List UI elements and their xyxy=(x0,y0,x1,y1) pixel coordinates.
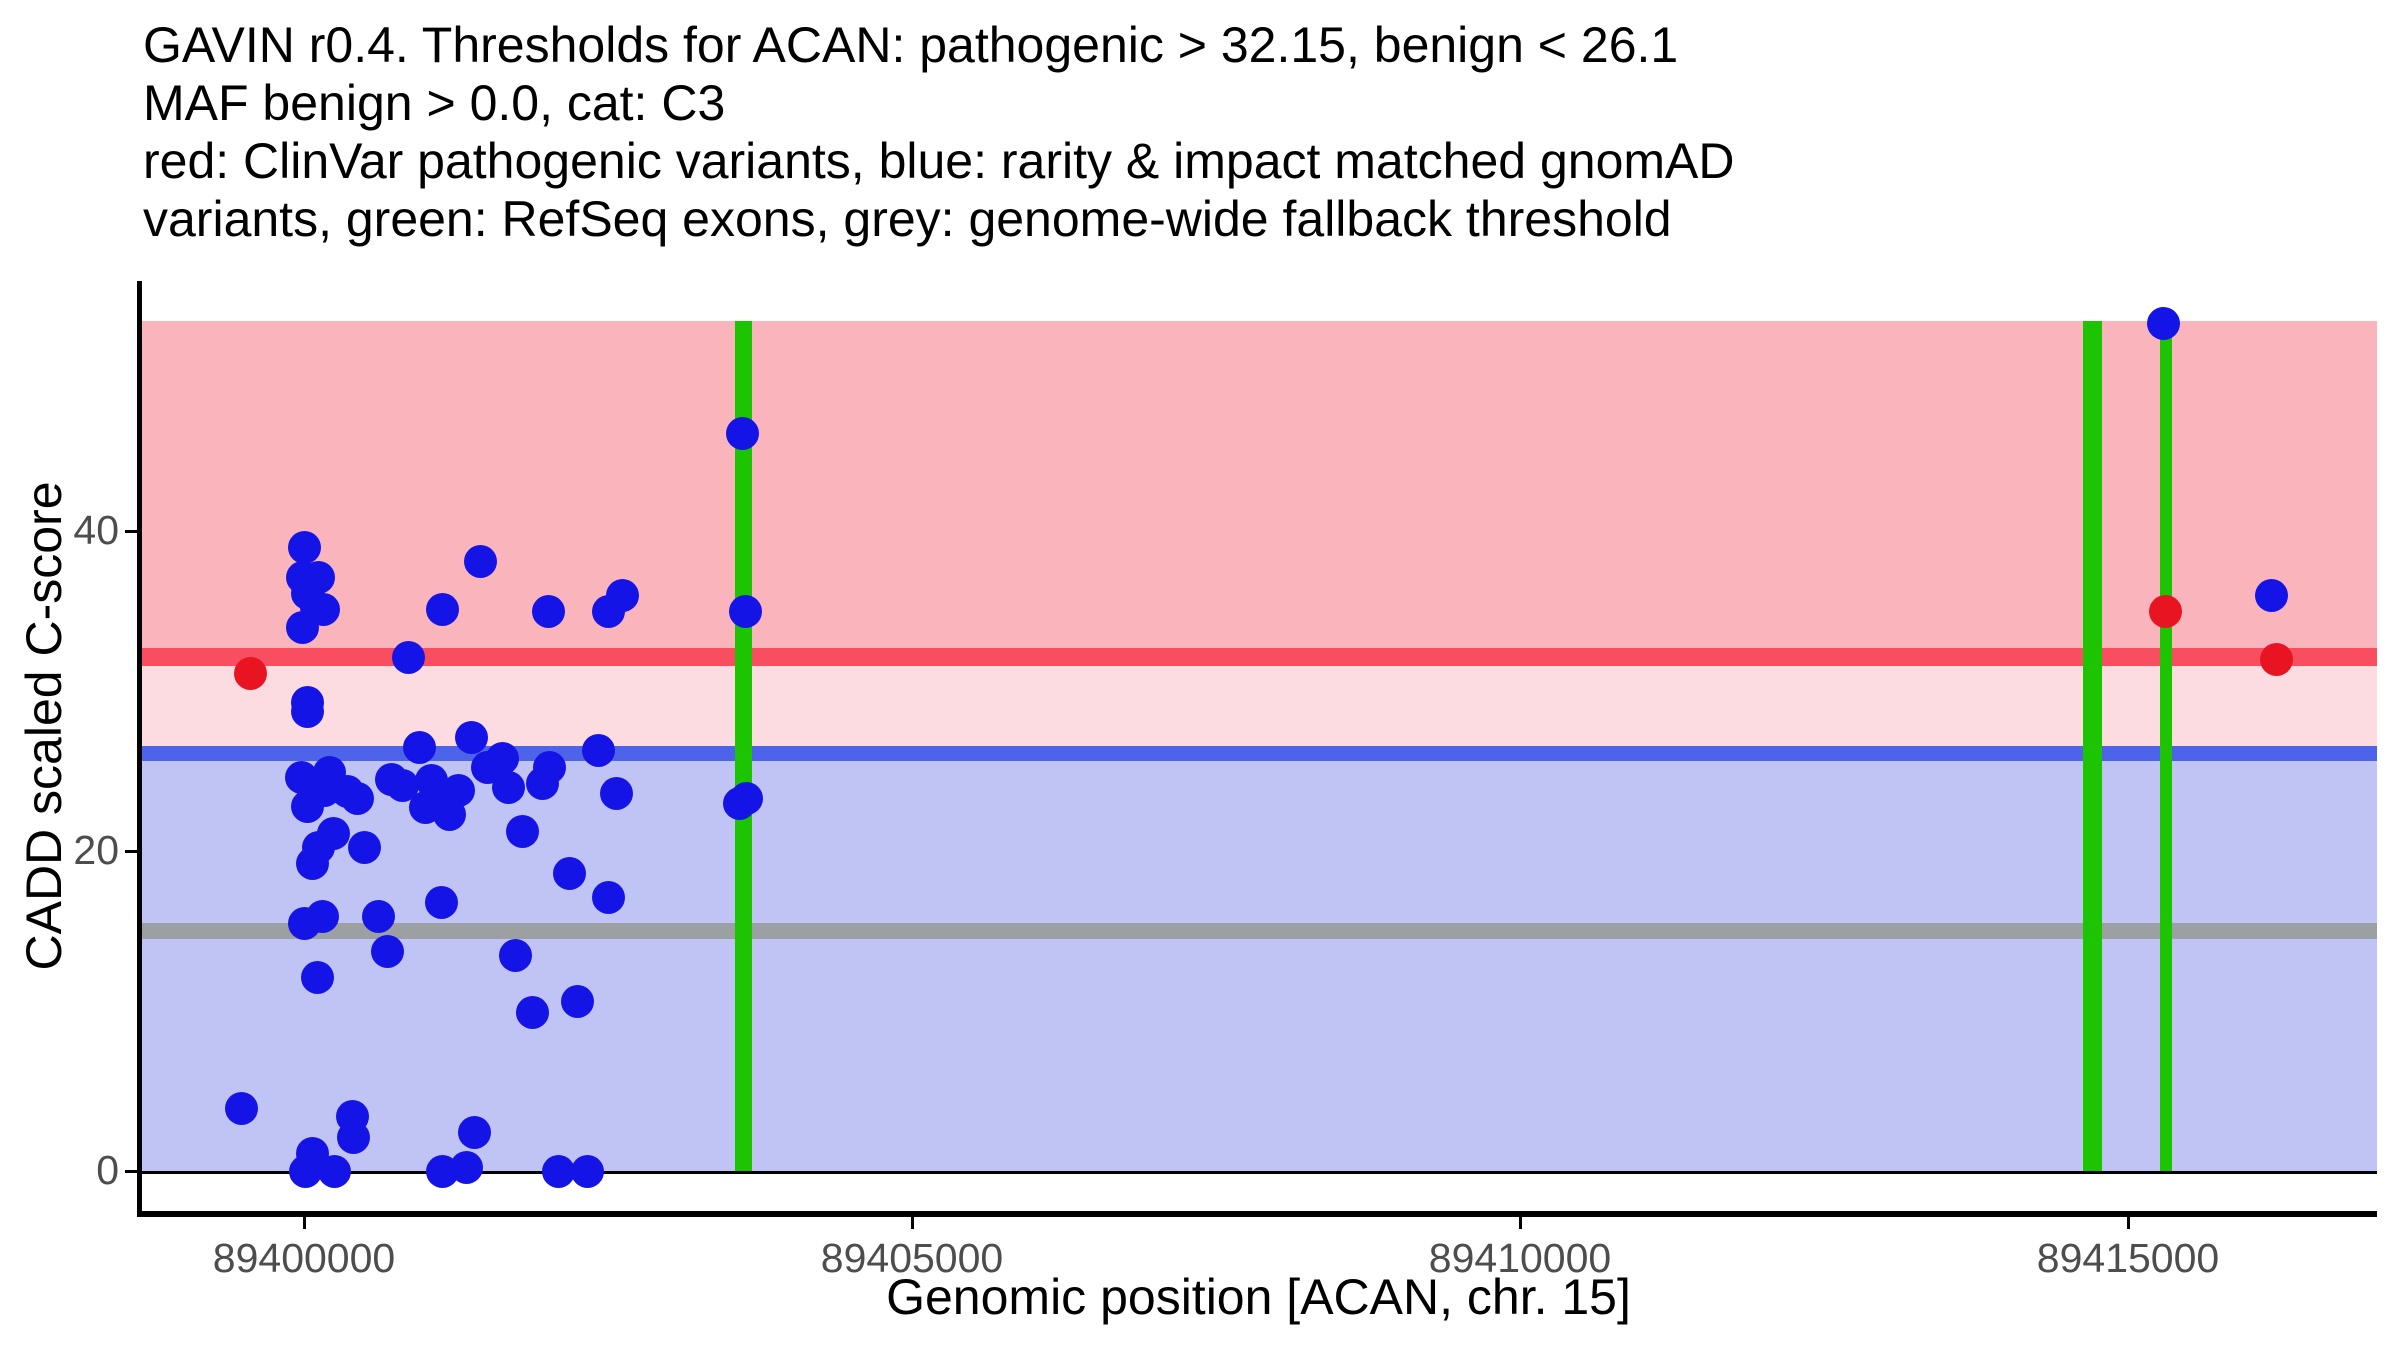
y-axis-tick xyxy=(125,1169,137,1173)
plot-title-line-1: GAVIN r0.4. Thresholds for ACAN: pathoge… xyxy=(143,17,1679,73)
x-axis-tick xyxy=(2126,1217,2130,1229)
gnomad-variant-point xyxy=(225,1092,259,1126)
pathogenic-threshold-line xyxy=(140,647,2377,666)
zero-baseline xyxy=(140,1171,2377,1174)
gnomad-variant-point xyxy=(317,1154,351,1188)
gnomad-variant-point xyxy=(581,733,615,767)
gnomad-variant-point xyxy=(450,1151,484,1185)
plot-title-line-3: red: ClinVar pathogenic variants, blue: … xyxy=(143,133,1735,189)
refseq-exon-bar-3 xyxy=(2159,321,2172,1171)
gnomad-variant-point xyxy=(392,640,426,674)
gnomad-variant-point xyxy=(600,776,633,810)
refseq-exon-bar-1 xyxy=(735,321,753,1171)
y-axis-line xyxy=(137,281,142,1217)
gnomad-variant-point xyxy=(296,847,329,881)
gnomad-variant-point xyxy=(499,938,533,972)
gnomad-variant-point xyxy=(424,885,458,919)
gnomad-variant-point xyxy=(361,900,395,934)
gnomad-variant-point xyxy=(730,781,764,815)
gnomad-variant-point xyxy=(291,695,325,729)
pathogenic-region-band xyxy=(140,321,2377,648)
gnomad-variant-point xyxy=(552,856,586,890)
x-axis-tick xyxy=(910,1217,914,1229)
gnomad-variant-point xyxy=(506,815,540,849)
gnomad-variant-point xyxy=(348,831,382,865)
plot-title: GAVIN r0.4. Thresholds for ACAN: pathoge… xyxy=(143,16,1734,248)
gnomad-variant-point xyxy=(2254,578,2288,612)
gnomad-variant-point xyxy=(541,1154,575,1188)
y-axis-tick xyxy=(125,529,137,533)
x-axis-title: Genomic position [ACAN, chr. 15] xyxy=(886,1269,1631,1325)
gnomad-variant-point xyxy=(2146,306,2180,340)
gnomad-variant-point xyxy=(570,1154,604,1188)
fallback-threshold-line xyxy=(140,923,2377,939)
gnomad-variant-point xyxy=(287,530,321,564)
x-axis-tick-label: 89405000 xyxy=(820,1235,1004,1281)
gnomad-variant-point xyxy=(463,544,497,578)
x-axis-tick xyxy=(302,1217,306,1229)
gnomad-variant-point xyxy=(728,594,762,628)
y-axis-tick xyxy=(125,849,137,853)
gnomad-variant-point xyxy=(491,770,525,804)
x-axis-tick-label: 89400000 xyxy=(212,1235,396,1281)
intermediate-region-band xyxy=(140,665,2377,746)
gnomad-variant-point xyxy=(525,767,559,801)
x-axis-tick xyxy=(1518,1217,1522,1229)
clinvar-pathogenic-point xyxy=(2149,594,2183,628)
clinvar-pathogenic-point xyxy=(233,656,267,690)
gnomad-variant-point xyxy=(433,797,467,831)
plot-title-line-4: variants, green: RefSeq exons, grey: gen… xyxy=(143,191,1672,247)
gnomad-variant-point xyxy=(305,900,339,934)
x-axis-tick-label: 89415000 xyxy=(2036,1235,2220,1281)
y-axis-title: CADD scaled C-score xyxy=(16,481,72,971)
y-axis-tick-label: 20 xyxy=(73,827,119,873)
gnomad-variant-point xyxy=(300,960,334,994)
x-axis-line xyxy=(137,1211,2377,1217)
gnomad-variant-point xyxy=(286,610,320,644)
gnomad-variant-point xyxy=(426,592,460,626)
benign-region-band xyxy=(140,760,2377,1171)
y-axis-tick-label: 40 xyxy=(73,507,119,553)
gnomad-variant-point xyxy=(341,781,374,815)
plot-title-line-2: MAF benign > 0.0, cat: C3 xyxy=(143,75,726,131)
gnomad-variant-point xyxy=(288,1154,322,1188)
gnomad-variant-point xyxy=(337,1120,371,1154)
gnomad-variant-point xyxy=(457,1116,491,1150)
gnomad-variant-point xyxy=(371,935,405,969)
gnomad-variant-point xyxy=(591,880,625,914)
refseq-exon-bar-2 xyxy=(2083,321,2102,1171)
benign-threshold-line xyxy=(140,745,2377,761)
gnomad-variant-point xyxy=(531,594,565,628)
gnomad-variant-point xyxy=(561,984,595,1018)
gnomad-variant-point xyxy=(516,996,550,1030)
y-axis-tick-label: 0 xyxy=(96,1147,119,1193)
clinvar-pathogenic-point xyxy=(2259,642,2293,676)
gnomad-variant-point xyxy=(403,730,437,764)
gnomad-variant-point xyxy=(726,416,760,450)
gnomad-variant-point xyxy=(591,594,625,628)
x-axis-tick-label: 89410000 xyxy=(1428,1235,1612,1281)
gnomad-variant-point xyxy=(455,720,489,754)
